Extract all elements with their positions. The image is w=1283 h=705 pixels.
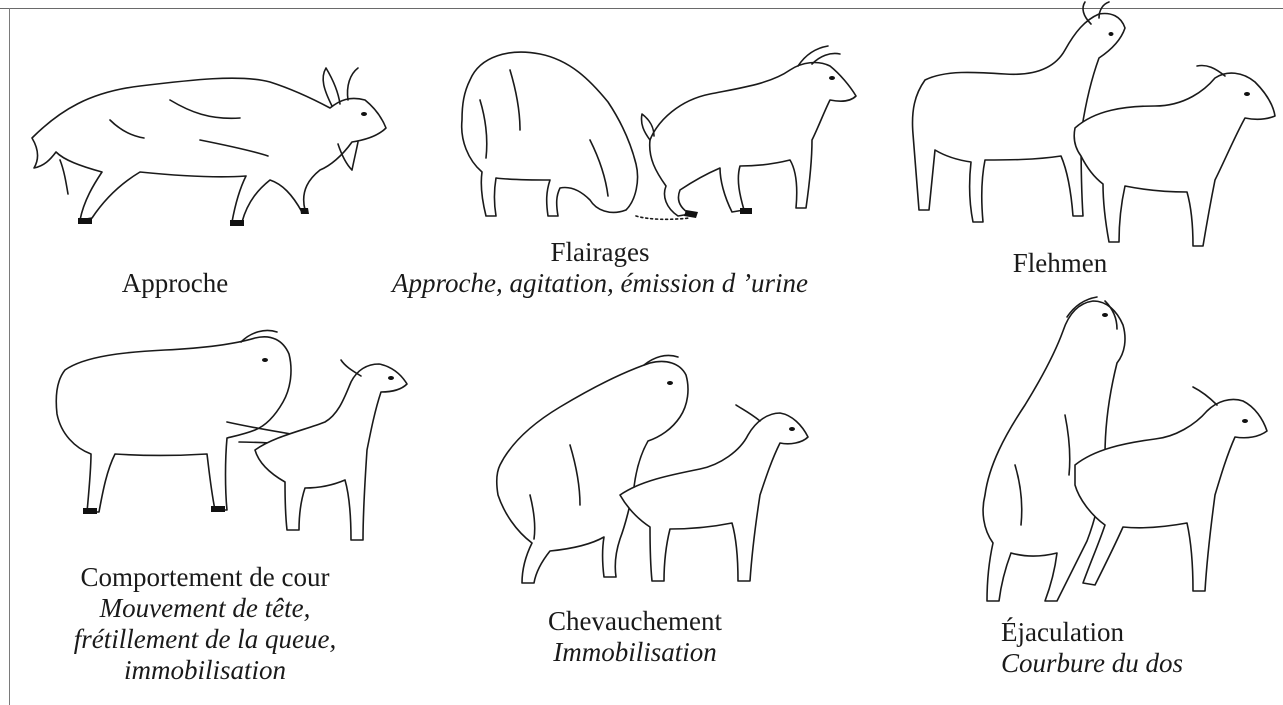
frame-top-border — [0, 8, 1283, 9]
caption-title: Comportement de cour — [10, 562, 400, 593]
caption-ejaculation: Éjaculation Courbure du dos — [985, 617, 1255, 679]
illustration-approche — [20, 60, 400, 240]
caption-title: Éjaculation — [985, 617, 1255, 648]
illustration-cour — [45, 330, 415, 560]
caption-subtitle-line-3: immobilisation — [10, 655, 400, 686]
caption-title: Flairages — [340, 237, 860, 268]
illustration-flairages — [440, 40, 870, 225]
doe-body — [1074, 73, 1275, 246]
caption-approche: Approche — [40, 268, 310, 299]
caption-flairages: Flairages Approche, agitation, émission … — [340, 237, 860, 299]
doe-ear — [341, 360, 361, 376]
buck-body — [56, 337, 291, 512]
caption-subtitle-line-1: Immobilisation — [505, 637, 765, 668]
buck-body — [462, 52, 638, 216]
caption-title: Approche — [40, 268, 310, 299]
caption-subtitle-line-1: Approche, agitation, émission d ’urine — [340, 268, 860, 299]
caption-flehmen: Flehmen — [960, 248, 1160, 279]
caption-cour: Comportement de cour Mouvement de tête, … — [10, 562, 400, 686]
buck-body — [32, 78, 386, 222]
caption-subtitle-line-1: Mouvement de tête, — [10, 593, 400, 624]
illustration-chevauchement — [490, 355, 820, 595]
urine-puddle — [636, 216, 690, 219]
caption-title: Chevauchement — [505, 606, 765, 637]
caption-subtitle-line-2: frétillement de la queue, — [10, 624, 400, 655]
doe-body — [650, 63, 856, 216]
illustration-ejaculation — [945, 295, 1270, 610]
doe-ear — [1193, 387, 1217, 405]
doe-ear — [736, 405, 760, 421]
caption-chevauchement: Chevauchement Immobilisation — [505, 606, 765, 668]
illustration-flehmen — [885, 10, 1280, 250]
caption-subtitle-line-1: Courbure du dos — [985, 648, 1255, 679]
caption-title: Flehmen — [960, 248, 1160, 279]
